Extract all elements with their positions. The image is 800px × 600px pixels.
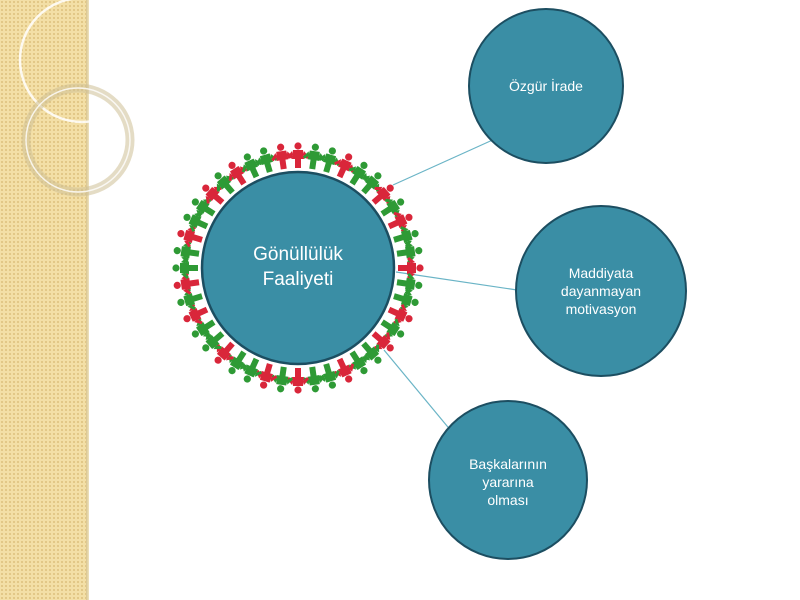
node-maddiyata-line1: Maddiyata [568, 264, 634, 281]
center-label-line1: Gönüllülük [253, 244, 343, 266]
people-ring [172, 142, 424, 394]
center-node [200, 170, 396, 366]
decorative-rings [18, 0, 146, 197]
sidebar-edge [86, 0, 89, 600]
person-figure [271, 143, 294, 170]
person-figure [241, 153, 262, 179]
person-figure [393, 288, 419, 310]
connectors [383, 137, 518, 433]
connector-ozgur-irade [392, 137, 498, 186]
person-figure [173, 241, 200, 264]
node-baskalarinin-line3: olması [487, 492, 529, 509]
person-figure [228, 350, 248, 375]
connector-baskalarinin [383, 349, 453, 433]
person-figure [398, 257, 424, 279]
person-figure [287, 142, 309, 168]
node-baskalarinin [428, 400, 588, 560]
person-figure [172, 257, 198, 279]
person-figure [361, 172, 382, 195]
node-maddiyata-label: Maddiyata dayanmayan motivasyon [526, 255, 676, 327]
node-ozgur-irade [468, 8, 624, 164]
node-ozgur-irade-line1: Özgür İrade [509, 77, 583, 94]
node-baskalarinin-label: Başkalarının yararına olması [438, 446, 578, 518]
person-figure [318, 363, 340, 389]
connector-maddiyata [395, 271, 518, 291]
person-figure [177, 288, 203, 310]
person-figure [183, 211, 209, 232]
person-figure [334, 153, 355, 179]
person-figure [202, 331, 225, 352]
person-figure [393, 226, 419, 248]
node-baskalarinin-line1: Başkalarının [469, 455, 547, 472]
person-figure [396, 272, 423, 295]
person-figure [271, 366, 294, 393]
node-ozgur-irade-label: Özgür İrade [476, 60, 616, 112]
node-maddiyata-line3: motivasyon [565, 301, 637, 318]
node-baskalarinin-line2: yararına [482, 473, 534, 490]
person-figure [173, 272, 200, 295]
center-node-label: Gönüllülük Faaliyeti [208, 228, 388, 308]
node-maddiyata [515, 205, 687, 377]
node-maddiyata-line2: dayanmayan [560, 282, 642, 299]
center-label-line2: Faaliyeti [262, 269, 334, 290]
person-figure [241, 357, 262, 383]
